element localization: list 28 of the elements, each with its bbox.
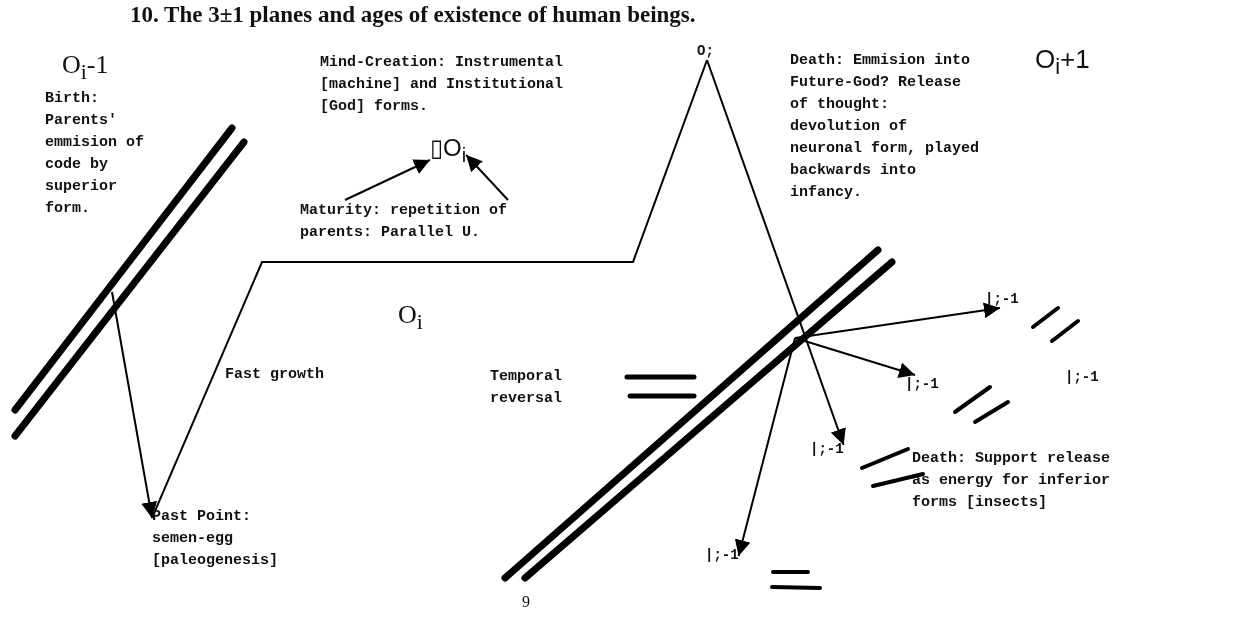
plane-symbol: O$_{i}$ [398, 300, 423, 337]
plane-label: |;-1 [905, 375, 939, 393]
stage-text: Maturity: repetition of parents: Parallel U. [300, 200, 508, 244]
stage-text: Past Point: semen-egg [paleogenesis] [152, 506, 312, 572]
stage-text: Death: Support release as energy for inferior forms [insects] [912, 449, 1112, 513]
apex-label: O; [697, 42, 714, 60]
arrow [465, 154, 509, 201]
arrow [794, 302, 1001, 339]
diagram-title: 10. The 3±1 planes and ages of existence of human beings. [130, 4, 696, 26]
plane-symbol: O$_{i}$+1 [1035, 44, 1090, 82]
plane-label: |;-1 [705, 546, 739, 564]
stage-text: Fast growth [225, 365, 325, 385]
plane-label: |;-1 [1065, 368, 1099, 386]
plane-symbol: O$_{i}$-1 [62, 50, 109, 87]
stage-text: Death: Emmision into Future-God? Release of thought: devolution of neuronal form, played backwards into infancy. [790, 51, 981, 203]
arrow [706, 59, 846, 446]
plane-symbol: ▯O$_{i}$ [430, 134, 467, 169]
stage-text: Birth: Parents' emmision of code by superior form. [45, 89, 146, 219]
arrow [794, 337, 916, 378]
note-text: Temporal reversal [490, 367, 563, 409]
arrow [734, 337, 796, 557]
plane-label: |;-1 [985, 290, 1019, 308]
arrow [344, 159, 431, 201]
connector-line [151, 59, 708, 519]
stage-text: Mind-Creation: Instrumental [machine] and Institutional [God] forms. [320, 53, 565, 117]
plane-label: |;-1 [810, 440, 844, 458]
arrow [111, 291, 158, 519]
page-number: 9 [522, 592, 530, 612]
